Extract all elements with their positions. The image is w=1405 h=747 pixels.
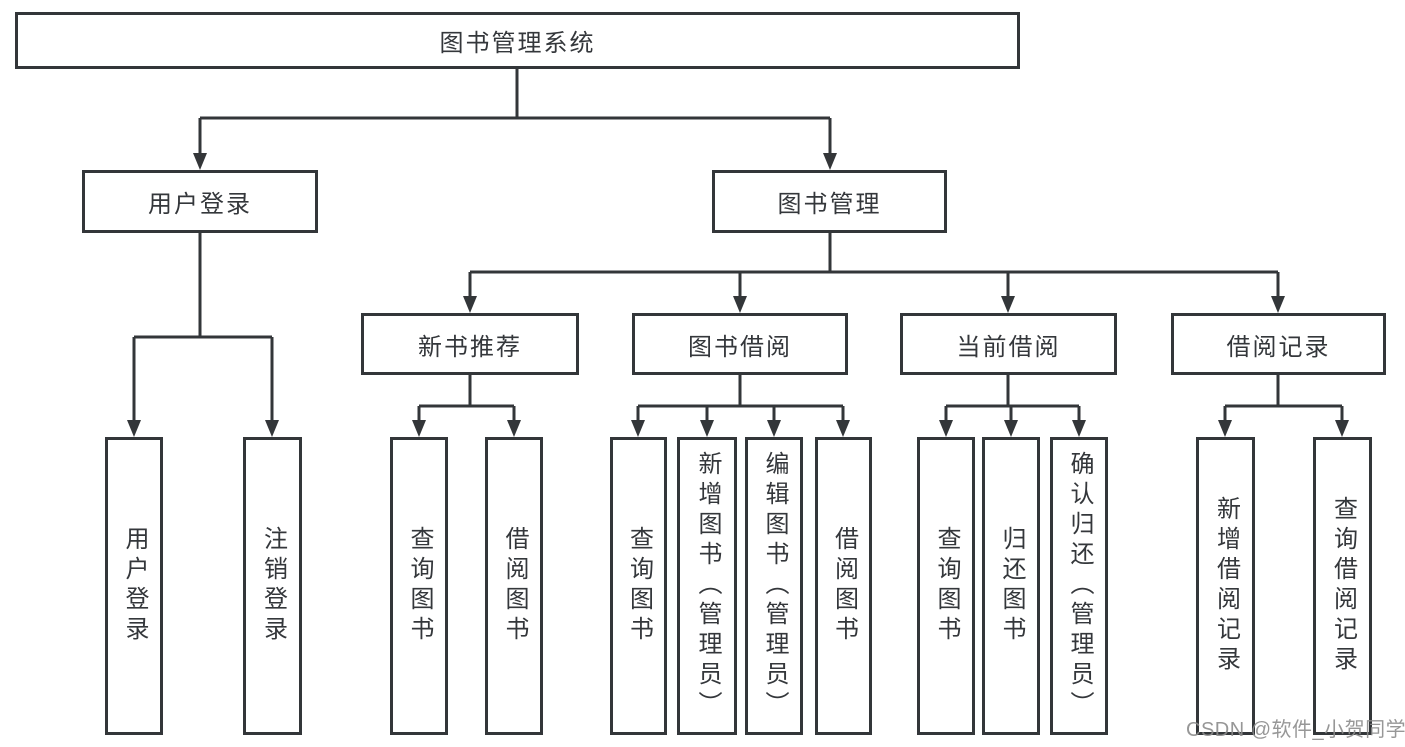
leaf-label: 查询图书 <box>406 526 433 646</box>
leaf-edit-books-admin: 编辑图书（管理员） <box>745 437 803 735</box>
leaf-label: 新增图书（管理员） <box>694 451 721 721</box>
leaf-borrow-books: 借阅图书 <box>815 437 872 735</box>
node-root-system: 图书管理系统 <box>15 12 1020 69</box>
leaf-label: 编辑图书（管理员） <box>761 451 788 721</box>
leaf-query-borrow-record: 查询借阅记录 <box>1313 437 1372 735</box>
leaf-confirm-return-admin: 确认归还（管理员） <box>1050 437 1108 735</box>
leaf-label: 借阅图书 <box>830 526 858 646</box>
leaf-user-login-label: 用户登录 <box>121 526 148 646</box>
leaf-label: 借阅图书 <box>501 526 528 646</box>
leaf-return-books: 归还图书 <box>982 437 1040 735</box>
leaf-add-books-admin: 新增图书（管理员） <box>677 437 737 735</box>
edges-new-book-to-leaves <box>412 375 521 437</box>
edges-user-login-to-leaves <box>127 233 279 437</box>
edges-current-borrow-to-leaves <box>939 375 1086 437</box>
leaf-label: 归还图书 <box>998 526 1025 646</box>
leaf-label: 查询借阅记录 <box>1329 496 1357 676</box>
edges-borrow-records-to-leaves <box>1218 375 1349 437</box>
node-user-login: 用户登录 <box>82 170 318 233</box>
csdn-watermark: CSDN @软件_小贺同学 <box>1186 719 1405 741</box>
leaf-borrow-books-recommend: 借阅图书 <box>485 437 543 735</box>
leaf-label: 查询图书 <box>933 526 960 646</box>
leaf-logout: 注销登录 <box>243 437 302 735</box>
leaf-query-books-borrow: 查询图书 <box>610 437 667 735</box>
leaf-query-books-recommend: 查询图书 <box>390 437 448 735</box>
leaf-user-login: 用户登录 <box>105 437 163 735</box>
leaf-logout-label: 注销登录 <box>259 526 287 646</box>
leaf-label: 查询图书 <box>625 526 653 646</box>
node-book-management: 图书管理 <box>712 170 947 233</box>
node-book-borrow: 图书借阅 <box>632 313 848 375</box>
leaf-label: 确认归还（管理员） <box>1066 451 1093 721</box>
leaf-add-borrow-record: 新增借阅记录 <box>1196 437 1255 735</box>
edges-book-management-to-level3 <box>463 233 1285 313</box>
node-current-borrow: 当前借阅 <box>900 313 1117 375</box>
node-new-book-recommend: 新书推荐 <box>361 313 579 375</box>
edges-book-borrow-to-leaves <box>631 375 850 437</box>
node-borrow-records: 借阅记录 <box>1171 313 1386 375</box>
leaf-query-books-current: 查询图书 <box>917 437 975 735</box>
leaf-label: 新增借阅记录 <box>1212 496 1240 676</box>
edges-root-to-level2 <box>193 69 837 170</box>
